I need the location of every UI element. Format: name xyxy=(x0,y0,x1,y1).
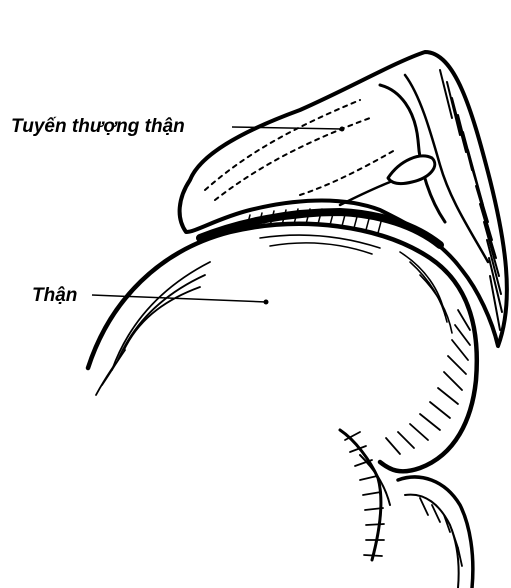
adrenal-gland-label: Tuyến thượng thận xyxy=(11,117,185,136)
kidney-label: Thận xyxy=(32,286,77,305)
kidney-drawing xyxy=(88,224,477,588)
adrenal-gland-drawing xyxy=(180,52,507,346)
